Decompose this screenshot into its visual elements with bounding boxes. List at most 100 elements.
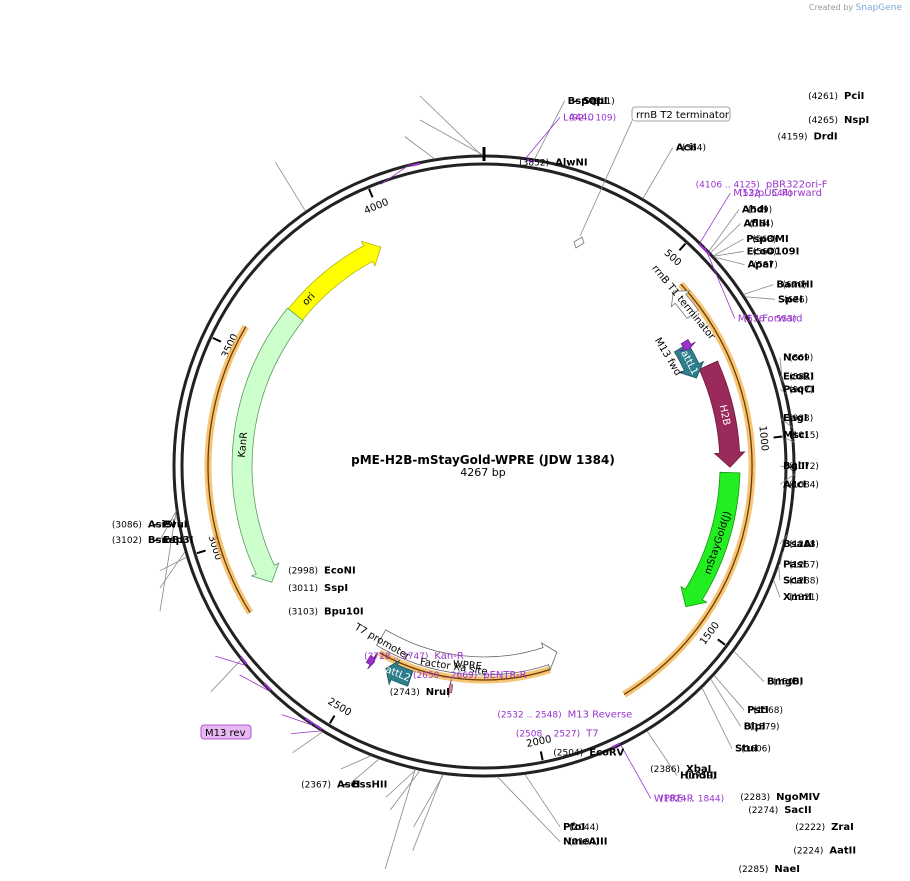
enzyme-leader (497, 776, 561, 842)
enzyme-label: (4159)DrdI (778, 132, 838, 143)
enzyme-position: (676) (784, 295, 808, 305)
tick-label-2500: 2500 (326, 696, 353, 719)
enzyme-leader (275, 162, 306, 212)
enzyme-position: (111) (591, 97, 615, 107)
enzyme-label: (3102)BsmBI-Esp3I (112, 535, 194, 546)
enzyme-position: (564) (753, 247, 777, 257)
enzyme-name: SpeI (778, 294, 803, 305)
enzyme-name: EcoRI (783, 371, 814, 382)
enzyme-name: PstI (747, 705, 769, 716)
enzyme-leader (713, 238, 744, 257)
enzyme-label: AccI(1084) (783, 479, 819, 490)
enzyme-position: (670) (782, 281, 806, 291)
primer-name: pBR322ori-F (766, 179, 828, 190)
enzyme-name: NgoMIV (776, 792, 820, 803)
enzyme-position: (4265) (808, 116, 838, 126)
enzyme-label: (3103)Bpu10I (288, 606, 363, 617)
enzyme-name: BlpI (744, 721, 766, 732)
enzyme-leader (292, 731, 323, 754)
m13rev-text: M13 rev (205, 728, 246, 739)
tick-label-2000: 2000 (525, 734, 552, 750)
primer-label: (4106 .. 4125) pBR322ori-F (696, 179, 828, 190)
enzyme-label: (4261)PciI (808, 91, 864, 102)
plasmid-name: pME-H2B-mStayGold-WPRE (JDW 1384) (351, 453, 615, 467)
enzyme-label: (2274)SacII (748, 805, 811, 816)
enzyme-name: BspQI (568, 96, 601, 107)
enzyme-name: AlwNI (555, 157, 588, 168)
enzyme-name: ZraI (831, 822, 854, 833)
enzyme-name: BsaAI (783, 539, 815, 550)
primer-label: L4440(92 .. 109) (563, 112, 616, 123)
enzyme-name: NspI (844, 115, 869, 126)
feature-attl1 (673, 343, 705, 379)
primer-site (611, 742, 621, 749)
enzyme-dash: - (343, 780, 347, 791)
primer-leader (215, 655, 246, 666)
enzyme-leader (779, 357, 783, 377)
enzyme-position: (3103) (288, 607, 318, 617)
tick-label-4000: 4000 (363, 197, 391, 217)
enzyme-leader (779, 376, 784, 383)
primer-position: (522 .. 544) (739, 189, 792, 199)
enzyme-leader (779, 434, 795, 443)
enzyme-position: (2274) (748, 806, 778, 816)
enzyme-name: AsiSI (148, 519, 176, 530)
tick-label-1000: 1000 (756, 425, 769, 451)
enzyme-leader (713, 675, 745, 711)
feature-wpre (376, 629, 558, 676)
enzyme-name: NcoI (783, 353, 808, 364)
primer-site (313, 723, 323, 731)
enzyme-position: (907) (789, 385, 813, 395)
enzyme-label: BsaAI(1218) (783, 539, 819, 550)
enzyme-leader (524, 774, 561, 828)
enzyme-name: ScaI (783, 575, 807, 586)
primer-name: L4440 (563, 112, 594, 123)
enzyme-position: (2504) (553, 749, 583, 759)
tick-2000 (539, 751, 544, 761)
enzyme-position: (983) (789, 414, 813, 424)
enzyme-label: ScaI(1288) (783, 575, 819, 586)
enzyme-leader (779, 417, 793, 429)
feature-rrnb-t1-terminator (670, 290, 699, 320)
enzyme-position: (563) (752, 235, 776, 245)
enzyme-leader (701, 687, 733, 749)
enzyme-label: XmnI(1321) (783, 592, 819, 603)
primer-label: M13/pUC Forward(522 .. 544) (733, 188, 822, 199)
enzyme-name: BmgBI (767, 677, 804, 688)
feature-h2b (698, 360, 746, 468)
enzyme-leader (384, 769, 416, 870)
enzyme-leader (733, 650, 765, 682)
enzyme-name: DrdI (813, 132, 837, 143)
enzyme-leader (159, 510, 177, 541)
enzyme-name: PfoI (563, 822, 585, 833)
enzyme-leader (419, 119, 484, 156)
primer-leader (620, 745, 652, 799)
enzyme-dash: - (154, 535, 158, 546)
primer-position: (4106 .. 4125) (696, 180, 760, 190)
enzyme-leader (413, 774, 444, 828)
snapgene-credit: Created by SnapGene (809, 3, 902, 13)
primer-leader (704, 246, 736, 319)
enzyme-leader (713, 251, 744, 257)
m13rev-box (200, 724, 252, 740)
enzyme-alias: SapI (583, 96, 608, 107)
enzyme-name: PasI (783, 559, 806, 570)
enzyme-position: (3011) (288, 584, 318, 594)
enzyme-label: (3011) SspI (288, 583, 348, 594)
enzyme-label: BmgBI(1500) (767, 677, 804, 688)
backbone (172, 147, 796, 778)
enzyme-name: XmnI (783, 592, 812, 603)
enzyme-position: (1606) (741, 745, 771, 755)
enzyme-name: StuI (735, 744, 758, 755)
enzyme-leader (404, 136, 435, 160)
enzyme-leader (348, 758, 380, 785)
feature-arrows: oriKanRH2BmStayGold(J)WPREattL1attL2rrnB… (231, 236, 746, 698)
rrnb-t2-leader (579, 120, 633, 237)
feature-t7-promoter (365, 653, 377, 670)
enzyme-name: HindIII (680, 771, 717, 782)
enzyme-name: BglII (783, 461, 809, 472)
enzyme-leader (779, 534, 788, 545)
primer-name: T7 (585, 729, 598, 740)
enzyme-name: SspI (324, 583, 348, 594)
